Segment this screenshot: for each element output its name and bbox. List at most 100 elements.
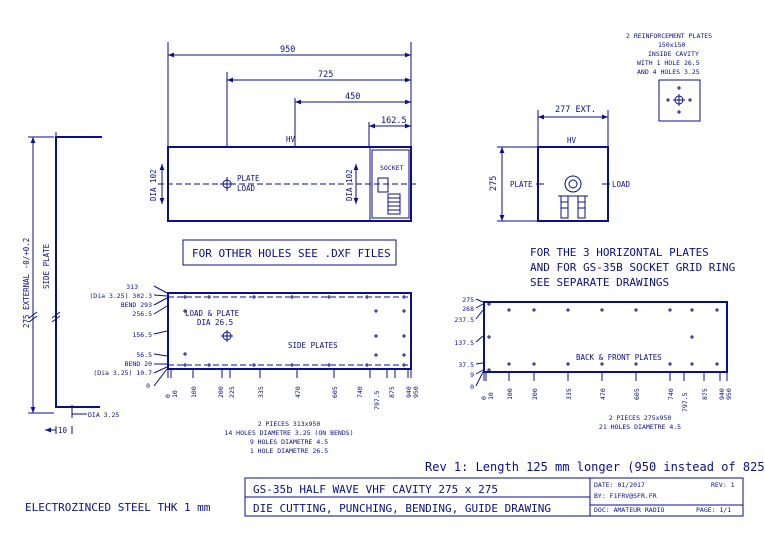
svg-text:10: 10 bbox=[487, 392, 495, 400]
svg-text:950: 950 bbox=[412, 386, 420, 398]
horizontal-note-2: AND FOR GS-35B SOCKET GRID RING bbox=[530, 261, 735, 274]
svg-text:335: 335 bbox=[257, 386, 265, 398]
title-page: PAGE: 1/1 bbox=[696, 506, 731, 514]
title-doc: DOC: AMATEUR RADIO bbox=[594, 506, 665, 514]
horizontal-note-3: SEE SEPARATE DRAWINGS bbox=[530, 276, 669, 289]
svg-text:950: 950 bbox=[725, 388, 733, 400]
bf-note-2: 21 HOLES DIAMETRE 4.5 bbox=[599, 423, 681, 431]
dim-950-label: 950 bbox=[280, 45, 295, 55]
svg-text:200: 200 bbox=[531, 388, 539, 400]
dim-725-label: 725 bbox=[318, 70, 333, 80]
bf-y-137: 137.5 bbox=[454, 339, 474, 347]
svg-text:470: 470 bbox=[294, 386, 302, 398]
end-height-label: 275 bbox=[489, 176, 499, 191]
dim-450-label: 450 bbox=[345, 92, 360, 102]
bf-y-37: 37.5 bbox=[458, 361, 474, 369]
svg-text:797.5: 797.5 bbox=[681, 392, 689, 412]
socket-compartment bbox=[371, 149, 410, 219]
material-note: ELECTROZINCED STEEL THK 1 mm bbox=[25, 501, 211, 514]
top-view: 950 725 450 162.5 HV PLATE LOAD DIA 102 … bbox=[149, 42, 418, 222]
end-hv-label: HV bbox=[567, 136, 577, 145]
load-label: LOAD bbox=[237, 184, 256, 193]
svg-text:797.5: 797.5 bbox=[373, 390, 381, 410]
side-y-256: 256.5 bbox=[132, 310, 152, 318]
side-y-293: BEND 293 bbox=[121, 301, 152, 309]
side-y-302: (Dia 3.25) 302.3 bbox=[89, 292, 152, 300]
dia-102-right: DIA 102 bbox=[345, 169, 354, 201]
profile-dia-label: DIA 3.25 bbox=[88, 411, 119, 419]
bf-y-0: 0 bbox=[470, 383, 474, 391]
dim-162-label: 162.5 bbox=[381, 116, 407, 126]
side-x-labels: 0 10 100 200 225 335 470 605 740 797.5 8… bbox=[164, 386, 420, 410]
socket-label: SOCKET bbox=[380, 164, 404, 172]
svg-text:0: 0 bbox=[164, 394, 172, 398]
svg-text:225: 225 bbox=[228, 386, 236, 398]
reinforcement-line-4: WITH 1 HOLE 26.5 bbox=[637, 59, 700, 67]
other-holes-note: FOR OTHER HOLES SEE .DXF FILES bbox=[192, 247, 391, 260]
svg-text:100: 100 bbox=[190, 386, 198, 398]
side-profile: 275 EXTERNAL -0/+0.2 SIDE PLATE DIA 3.25… bbox=[22, 132, 119, 435]
profile-vertical-label: 275 EXTERNAL -0/+0.2 bbox=[22, 238, 31, 328]
side-note-1: 2 PIECES 313x950 bbox=[258, 420, 321, 428]
svg-text:10: 10 bbox=[171, 390, 179, 398]
bf-y-237: 237.5 bbox=[454, 316, 474, 324]
other-holes-box bbox=[182, 239, 397, 266]
bf-y-275: 275 bbox=[462, 296, 474, 304]
back-front-plates: 275 268 237.5 137.5 37.5 9 0 BACK & FRON… bbox=[454, 296, 733, 431]
bf-x-labels: 0 10 100 200 335 470 605 740 797.5 875 9… bbox=[480, 388, 733, 412]
svg-text:940: 940 bbox=[718, 388, 726, 400]
svg-text:875: 875 bbox=[388, 386, 396, 398]
svg-text:605: 605 bbox=[331, 386, 339, 398]
side-y-56: 56.5 bbox=[136, 351, 152, 359]
side-plates-title: SIDE PLATES bbox=[288, 341, 338, 350]
svg-text:0: 0 bbox=[480, 396, 488, 400]
title-by: BY: F1FRV@SFR.FR bbox=[594, 492, 657, 500]
title-block: GS-35b HALF WAVE VHF CAVITY 275 x 275 DI… bbox=[244, 477, 744, 517]
side-note-2: 14 HOLES DIAMETRE 3.25 (ON BENDS) bbox=[224, 429, 353, 437]
bf-y-268: 268 bbox=[462, 305, 474, 313]
svg-text:740: 740 bbox=[356, 386, 364, 398]
svg-text:940: 940 bbox=[405, 386, 413, 398]
back-plate-outline bbox=[483, 301, 728, 373]
side-plate-holes bbox=[183, 295, 406, 367]
side-hole-label-1: LOAD & PLATE bbox=[185, 309, 240, 318]
side-plate-label: SIDE PLATE bbox=[42, 243, 51, 289]
svg-text:875: 875 bbox=[701, 388, 709, 400]
reinforcement-line-5: AND 4 HOLES 3.25 bbox=[637, 68, 700, 76]
side-y-313: 313 bbox=[126, 283, 138, 291]
end-tube bbox=[564, 175, 582, 193]
reinforcement-square bbox=[658, 79, 701, 122]
profile-ten-label: 10 bbox=[58, 426, 68, 435]
reinforcement-line-1: 2 REINFORCEMENT PLATES bbox=[626, 32, 712, 40]
side-note-4: 1 HOLE DIAMETRE 26.5 bbox=[250, 447, 328, 455]
back-front-holes bbox=[487, 302, 719, 372]
bf-y-9: 9 bbox=[470, 371, 474, 379]
title-line-1: GS-35b HALF WAVE VHF CAVITY 275 x 275 bbox=[253, 483, 498, 496]
revision-note: Rev 1: Length 125 mm longer (950 instead… bbox=[425, 460, 765, 474]
plate-label: PLATE bbox=[237, 174, 260, 183]
title-date: DATE: 01/2017 bbox=[594, 481, 645, 489]
side-x-ticks bbox=[167, 370, 412, 378]
svg-text:605: 605 bbox=[633, 388, 641, 400]
side-y-0: 0 bbox=[146, 382, 150, 390]
back-front-title: BACK & FRONT PLATES bbox=[576, 353, 662, 362]
bf-x-ticks bbox=[483, 373, 728, 381]
end-plate-label: PLATE bbox=[510, 180, 533, 189]
end-view: 277 EXT. HV 275 PLATE LOAD bbox=[489, 105, 631, 222]
end-width-label: 277 EXT. bbox=[555, 105, 596, 115]
svg-text:200: 200 bbox=[217, 386, 225, 398]
title-line-2: DIE CUTTING, PUNCHING, BENDING, GUIDE DR… bbox=[253, 502, 551, 515]
horizontal-note-1: FOR THE 3 HORIZONTAL PLATES bbox=[530, 246, 709, 259]
side-note-3: 9 HOLES DIAMETRE 4.5 bbox=[250, 438, 328, 446]
side-y-10: (Dia 3.25) 10.7 bbox=[93, 369, 152, 377]
svg-text:100: 100 bbox=[506, 388, 514, 400]
hv-label: HV bbox=[286, 135, 296, 144]
profile-outline bbox=[55, 136, 102, 408]
side-plates: 313 (Dia 3.25) 302.3 BEND 293 256.5 156.… bbox=[89, 283, 420, 455]
svg-text:335: 335 bbox=[565, 388, 573, 400]
title-rev: REV: 1 bbox=[711, 481, 735, 489]
dia-102-left: DIA 102 bbox=[149, 169, 158, 201]
end-view-body bbox=[537, 146, 609, 222]
side-y-bend20: BEND 20 bbox=[125, 360, 152, 368]
svg-text:470: 470 bbox=[599, 388, 607, 400]
